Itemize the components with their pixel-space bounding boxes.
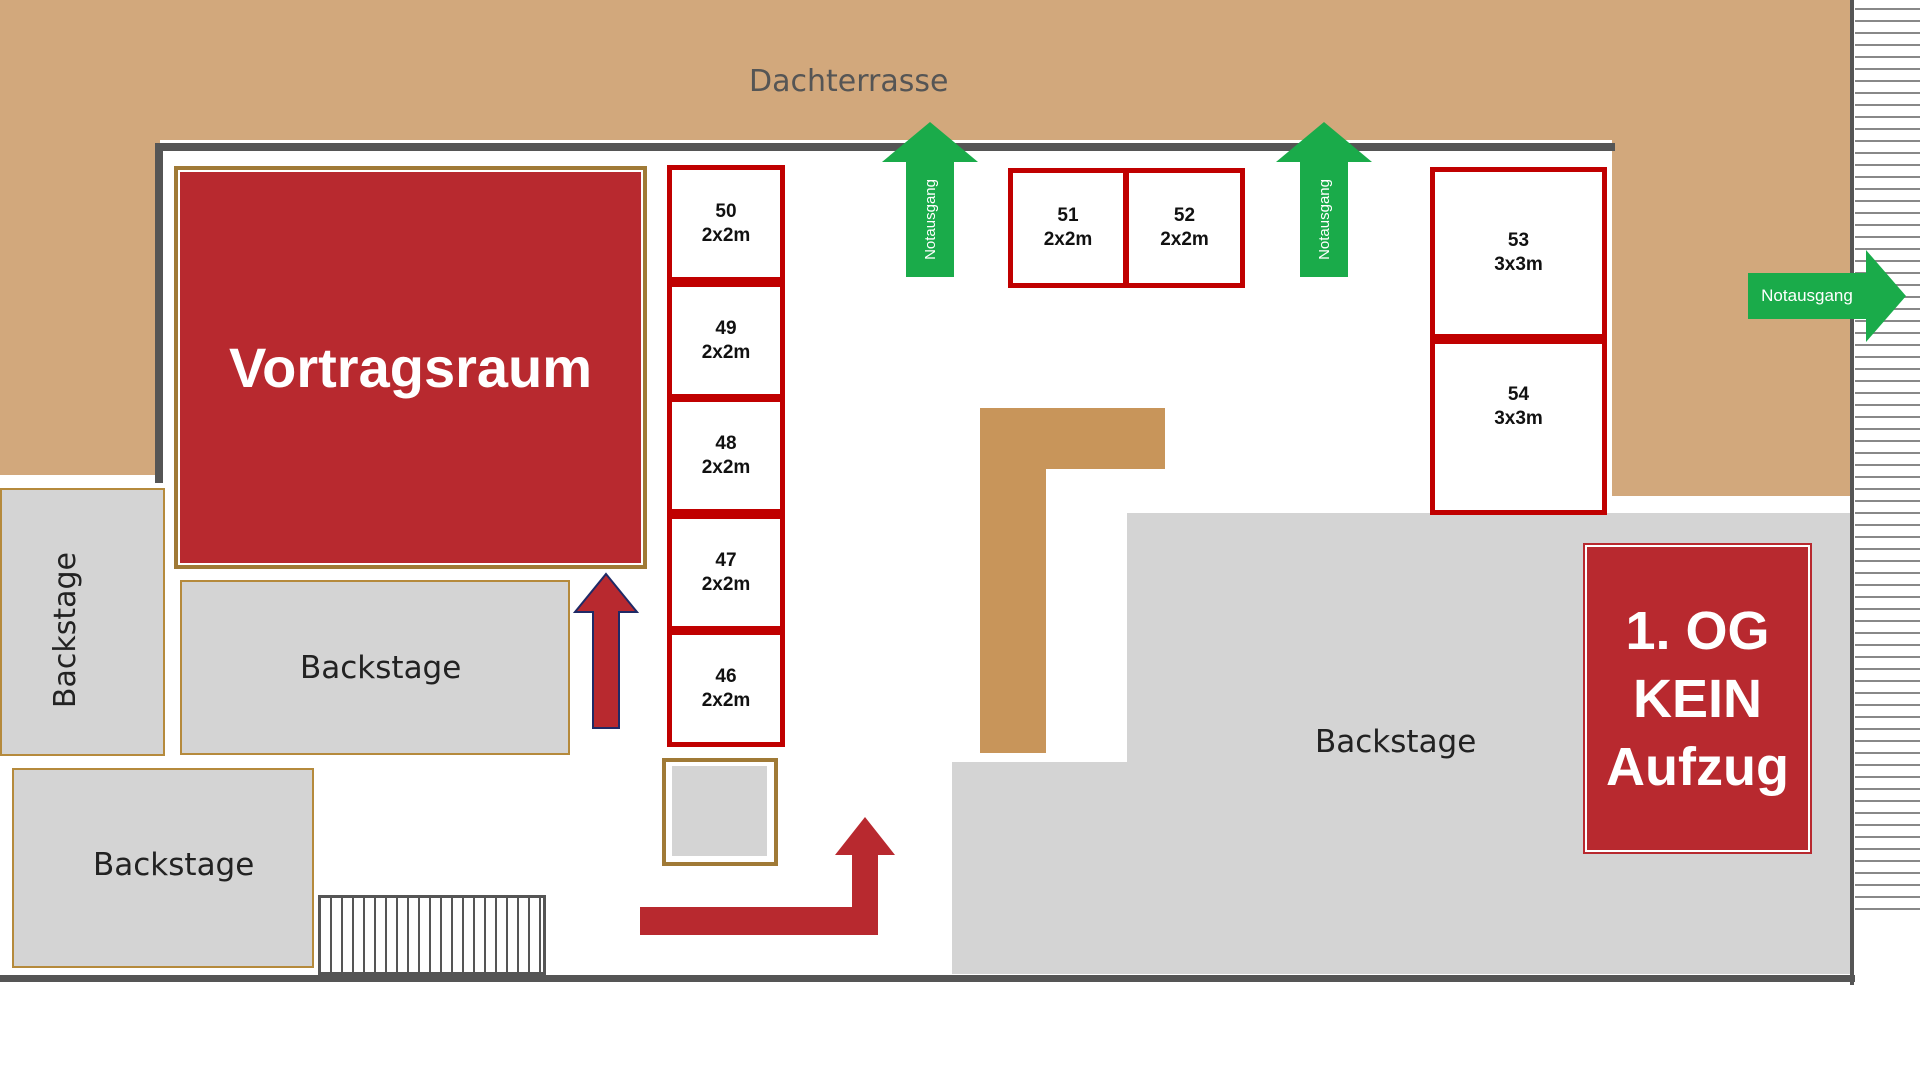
- floor-notice-line3: Aufzug: [1606, 736, 1789, 797]
- booth-49-size: 2x2m: [701, 341, 751, 363]
- booth-54-size: 3x3m: [1494, 408, 1543, 429]
- left-wall: [155, 143, 163, 483]
- backstage-left-vertical: [0, 488, 165, 756]
- booth-52: 52 2x2m: [1124, 168, 1245, 288]
- emergency-exit-3-label: Notausgang: [1761, 286, 1853, 305]
- floor-notice-line1: 1. OG: [1625, 600, 1770, 661]
- emergency-exit-1-label: Notausgang: [921, 179, 939, 260]
- counter-horizontal: [980, 408, 1165, 469]
- booth-51-size: 2x2m: [1043, 229, 1093, 250]
- booth-48-size: 2x2m: [701, 456, 751, 478]
- staircase-bottom: [318, 895, 546, 975]
- booth-47-size: 2x2m: [701, 573, 751, 595]
- booth-51-number: 51: [1057, 205, 1079, 226]
- booth-53-number: 53: [1507, 230, 1530, 251]
- small-storage-room-inner: [672, 766, 767, 856]
- booth-50-size: 2x2m: [701, 224, 751, 246]
- exit-arrow-up-icon: [882, 122, 978, 162]
- booth-54: 54 3x3m: [1430, 339, 1607, 515]
- booth-47: 47 2x2m: [667, 514, 785, 631]
- backstage-bottom-left-label: Backstage: [93, 847, 255, 883]
- direction-arrow-turn-icon: [640, 817, 895, 935]
- booth-51: 51 2x2m: [1008, 168, 1128, 288]
- booth-53: 53 3x3m: [1430, 167, 1607, 339]
- booth-47-number: 47: [715, 549, 737, 571]
- booth-53-size: 3x3m: [1494, 254, 1543, 275]
- booth-50: 50 2x2m: [667, 165, 785, 282]
- booth-52-number: 52: [1173, 205, 1196, 226]
- exit-arrow-right-icon: [1866, 250, 1906, 342]
- emergency-exit-2-label: Notausgang: [1315, 179, 1333, 260]
- emergency-exit-1: Notausgang: [882, 122, 978, 277]
- right-wall: [1850, 0, 1854, 985]
- backstage-center-left: [180, 580, 570, 755]
- backstage-bottom-left: [12, 768, 314, 968]
- terrace-left: [0, 140, 160, 475]
- floor-notice: 1. OG KEIN Aufzug: [1585, 545, 1810, 852]
- exit-arrow-up-icon: [1276, 122, 1372, 162]
- booth-46-number: 46: [715, 665, 737, 687]
- booth-54-number: 54: [1507, 384, 1530, 405]
- direction-arrow-up-icon: [573, 572, 639, 729]
- backstage-center-left-label: Backstage: [300, 650, 462, 686]
- right-staircase: [1855, 0, 1920, 920]
- booth-52-size: 2x2m: [1160, 229, 1209, 250]
- booth-49: 49 2x2m: [667, 282, 785, 399]
- booth-49-number: 49: [715, 317, 737, 339]
- booth-48: 48 2x2m: [667, 397, 785, 514]
- terrace-label: Dachterrasse: [749, 64, 949, 99]
- booth-48-number: 48: [715, 432, 737, 454]
- booth-46-size: 2x2m: [701, 689, 751, 711]
- bottom-wall: [0, 975, 1855, 982]
- backstage-left-vertical-label: Backstage: [48, 552, 83, 709]
- emergency-exit-2: Notausgang: [1276, 122, 1372, 277]
- top-wall: [155, 143, 1615, 151]
- emergency-exit-3: Notausgang: [1748, 250, 1906, 342]
- lecture-room-label: Vortragsraum: [228, 336, 593, 399]
- roof-terrace: [0, 0, 1852, 140]
- lecture-room: Vortragsraum: [178, 170, 643, 565]
- floor-notice-line2: KEIN: [1632, 668, 1762, 729]
- booth-46: 46 2x2m: [667, 630, 785, 747]
- backstage-right-label: Backstage: [1315, 724, 1477, 760]
- booth-50-number: 50: [715, 200, 737, 222]
